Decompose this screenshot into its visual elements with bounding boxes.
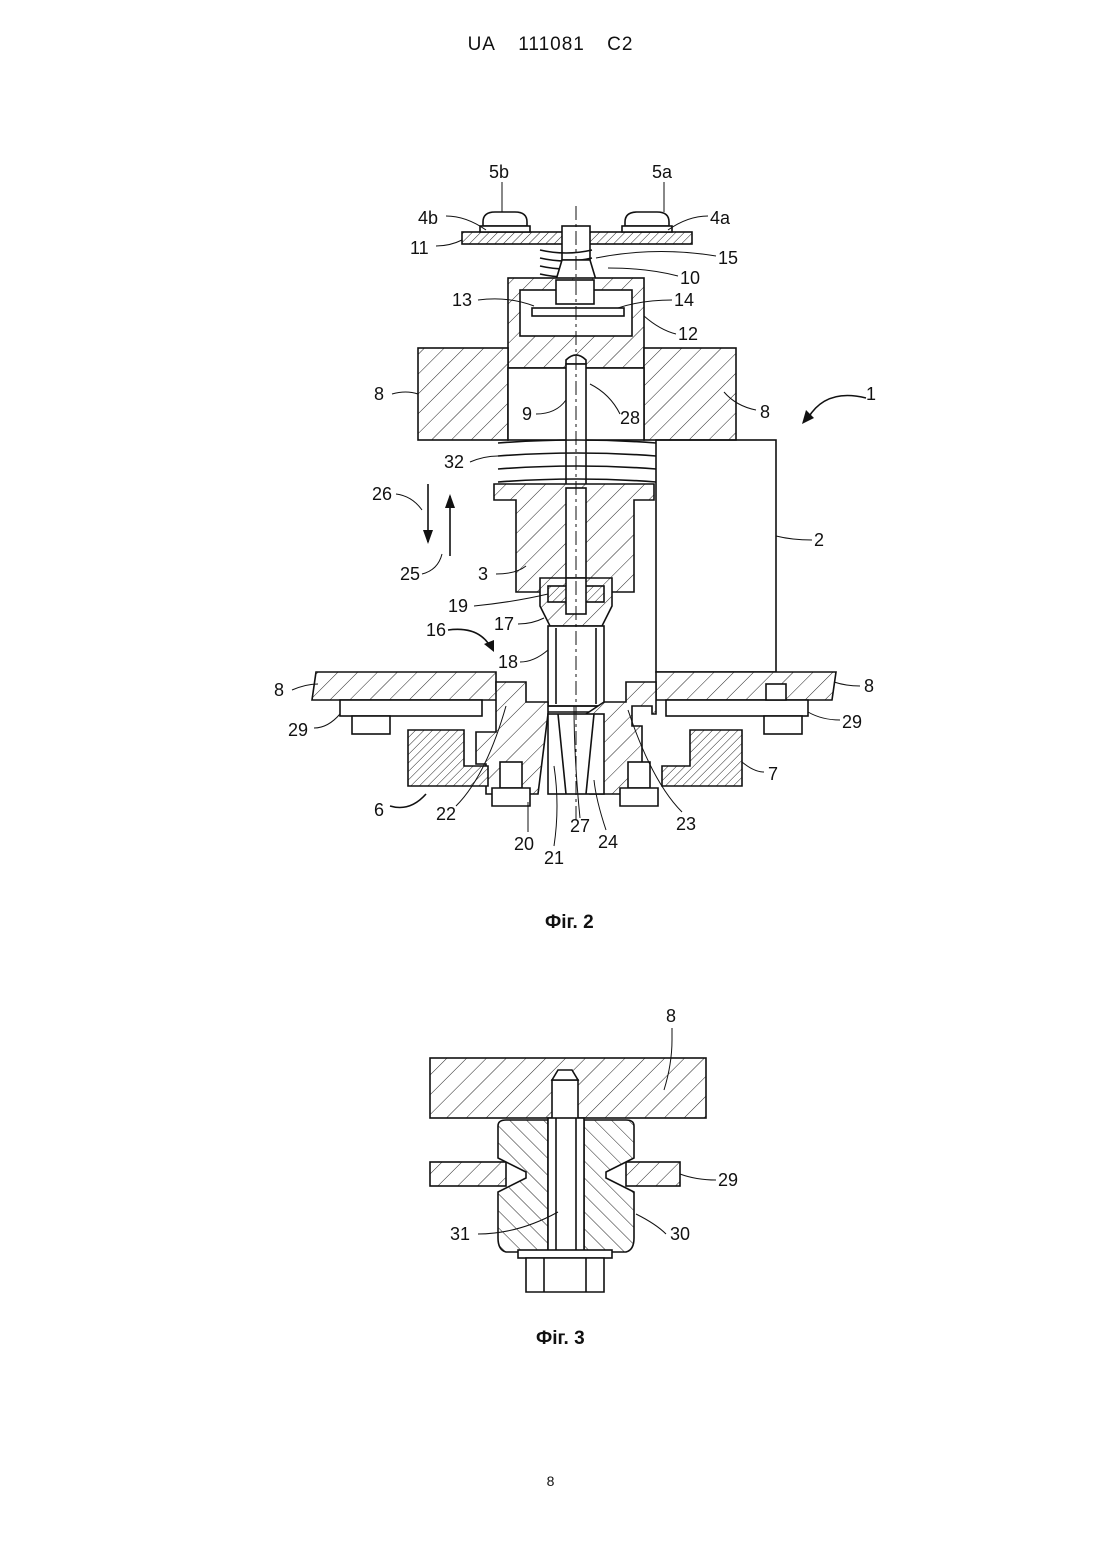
page-number: 8	[0, 1473, 1101, 1489]
label: 28	[620, 408, 640, 428]
label: 8	[274, 680, 284, 700]
block-2	[656, 440, 776, 672]
label: 29	[842, 712, 862, 732]
label: 12	[678, 324, 698, 344]
label: 11	[410, 238, 429, 258]
label: 14	[674, 290, 694, 310]
label: 6	[374, 800, 384, 820]
label: 5a	[652, 162, 673, 182]
label: 10	[680, 268, 700, 288]
label: 19	[448, 596, 468, 616]
label: 20	[514, 834, 534, 854]
plate-29-right	[626, 1162, 680, 1186]
label: 29	[288, 720, 308, 740]
nut	[526, 1258, 604, 1292]
label: 21	[544, 848, 564, 868]
label: 24	[598, 832, 618, 852]
label: 17	[494, 614, 514, 634]
button-5a	[625, 212, 669, 226]
label: 8	[864, 676, 874, 696]
label: 22	[436, 804, 456, 824]
button-5b	[483, 212, 527, 226]
figure-3-caption: Фіг. 3	[536, 1328, 585, 1350]
plate-29-right	[666, 700, 808, 716]
label: 4b	[418, 208, 438, 228]
label: 2	[814, 530, 824, 550]
label: 26	[372, 484, 392, 504]
label: 8	[760, 402, 770, 422]
label: 30	[670, 1224, 690, 1244]
plate-29-left	[430, 1162, 506, 1186]
frame-8-lower-right	[656, 672, 836, 700]
label: 7	[768, 764, 778, 784]
label: 15	[718, 248, 738, 268]
label: 18	[498, 652, 518, 672]
label: 9	[522, 404, 532, 424]
label: 4a	[710, 208, 731, 228]
figure-3-drawing	[430, 1028, 716, 1292]
label: 8	[374, 384, 384, 404]
label: 13	[452, 290, 472, 310]
shoe-7	[662, 730, 742, 786]
label: 25	[400, 564, 420, 584]
label: 32	[444, 452, 464, 472]
label: 16	[426, 620, 446, 640]
figure-2-drawing	[312, 206, 866, 820]
label: 23	[676, 814, 696, 834]
label: 31	[450, 1224, 470, 1244]
figure-2-caption: Фіг. 2	[545, 912, 594, 934]
frame-8-upper-right	[644, 348, 736, 440]
label: 1	[866, 384, 876, 404]
frame-8-upper-left	[418, 348, 508, 440]
label: 29	[718, 1170, 738, 1190]
label: 8	[666, 1006, 676, 1026]
bolt-31	[548, 1118, 584, 1252]
label: 27	[570, 816, 590, 836]
label: 5b	[489, 162, 509, 182]
label: 3	[478, 564, 488, 584]
plate-29-left	[340, 700, 482, 716]
frame-8-lower-left	[312, 672, 502, 700]
